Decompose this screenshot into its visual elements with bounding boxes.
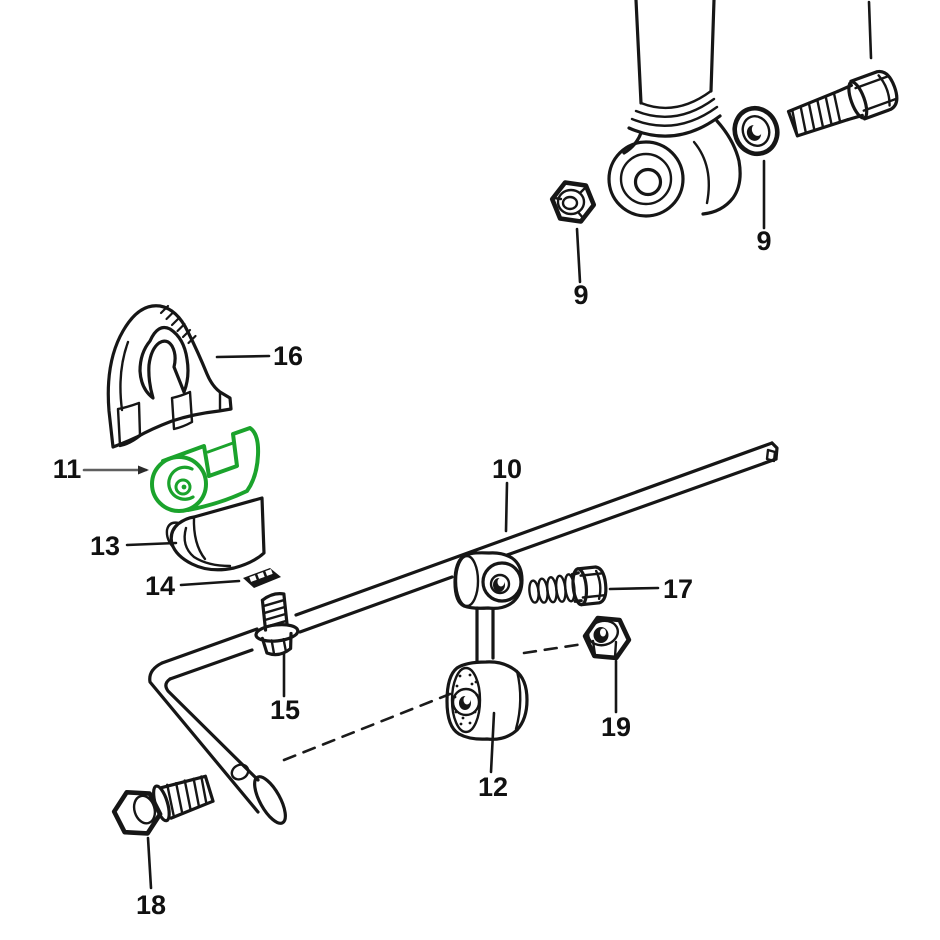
callout-label-drop-link: 12 [478, 772, 508, 802]
callout-leader-drop-link [489, 711, 496, 774]
bushing-stipple [453, 673, 479, 726]
callout-arrow-bar-bushing [138, 465, 149, 475]
bushing-clamp [165, 496, 266, 572]
link-bolt [528, 565, 608, 607]
bar-bushing-highlighted [150, 426, 261, 513]
callout-label-bar-bushing: 11 [53, 454, 82, 484]
callout-leader-bushing-clamp [125, 541, 178, 547]
callout-label-stabilizer-bar: 10 [492, 454, 522, 484]
callout-leader-retainer-plate [179, 579, 241, 587]
callout-label-bushing-clamp: 13 [90, 531, 120, 561]
callout-leader-shock-lower-bolt [867, 0, 873, 60]
shock-lower-nut [549, 180, 597, 224]
callout-leader-shock-lower-nut [575, 227, 582, 284]
callout-label-shock-lower-washer: 9 [756, 226, 771, 256]
callout-label-bar-end-bolt: 18 [136, 890, 166, 920]
shock-lower-washer [732, 105, 780, 157]
support-bracket [106, 304, 233, 449]
callout-leader-support-bracket [215, 354, 271, 359]
callout-label-clamp-bolt: 15 [270, 695, 300, 725]
assembly-axis-dashed [282, 642, 585, 762]
link-nut [582, 615, 632, 661]
callout-leader-stabilizer-bar [504, 481, 509, 533]
callout-leader-bar-end-bolt [146, 836, 153, 890]
callout-layer: 9 9 10 11 12 13 14 15 16 17 18 19 [53, 0, 873, 920]
callout-label-link-nut: 19 [601, 712, 631, 742]
retainer-plate [243, 568, 281, 588]
callout-label-shock-lower-nut: 9 [573, 280, 588, 310]
stabilizer-bar [148, 441, 779, 825]
bar-end-bolt [111, 774, 215, 836]
callout-leader-link-bolt [608, 586, 660, 591]
callout-label-support-bracket: 16 [273, 341, 303, 371]
bracket-hatching [159, 304, 197, 345]
clamp-bolt [254, 592, 300, 657]
shock-lower-bolt [786, 69, 899, 138]
drop-link [445, 551, 529, 741]
shock-absorber [607, 0, 742, 218]
callout-label-retainer-plate: 14 [145, 571, 175, 601]
callout-label-link-bolt: 17 [663, 574, 693, 604]
